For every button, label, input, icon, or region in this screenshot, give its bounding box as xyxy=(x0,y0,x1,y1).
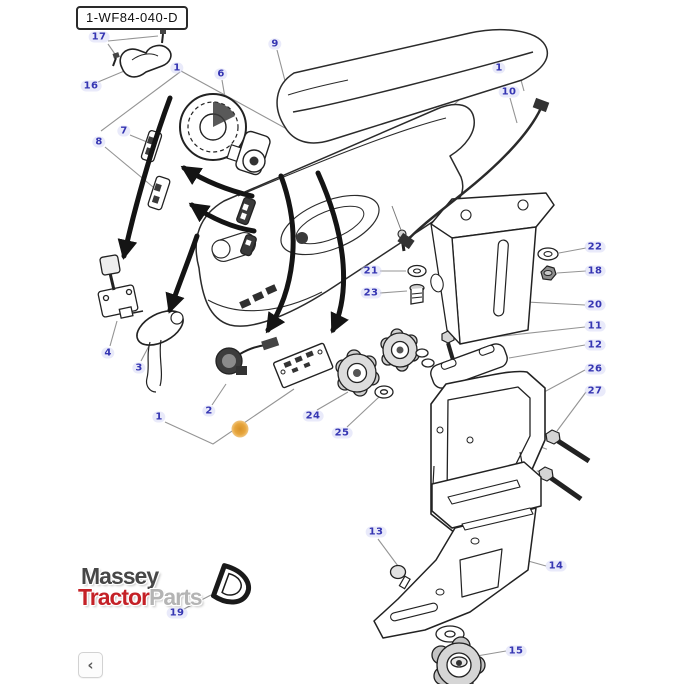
callout-1[interactable]: 1 xyxy=(492,62,506,74)
part-armrest-cushion xyxy=(276,28,549,144)
callout-11[interactable]: 11 xyxy=(584,320,606,332)
part-frame-bolts xyxy=(538,429,591,502)
callout-19[interactable]: 19 xyxy=(166,607,188,619)
highlight-marker-dot[interactable] xyxy=(231,420,249,438)
callout-3[interactable]: 3 xyxy=(132,362,146,374)
callout-25[interactable]: 25 xyxy=(331,427,353,439)
logo-massey: Massey xyxy=(81,563,159,589)
assembly-arrows xyxy=(117,95,349,334)
logo-tractorparts: TractorParts xyxy=(78,584,203,610)
callout-7[interactable]: 7 xyxy=(117,125,131,137)
part-control-knob-assembly xyxy=(179,93,271,176)
part-joystick xyxy=(97,254,144,319)
callout-23[interactable]: 23 xyxy=(360,287,382,299)
callout-21[interactable]: 21 xyxy=(360,265,382,277)
callout-20[interactable]: 20 xyxy=(584,299,606,311)
callout-22[interactable]: 22 xyxy=(584,241,606,253)
part-fasteners xyxy=(407,247,559,305)
callout-1[interactable]: 1 xyxy=(170,62,184,74)
callout-27[interactable]: 27 xyxy=(584,385,606,397)
part-d-clip xyxy=(210,563,251,605)
callout-10[interactable]: 10 xyxy=(498,86,520,98)
part-screw xyxy=(389,564,411,590)
callout-8[interactable]: 8 xyxy=(92,136,106,148)
part-bottom-knob xyxy=(431,625,486,684)
part-circuit-board xyxy=(272,342,334,389)
part-bolt-and-plate xyxy=(430,330,508,389)
callout-6[interactable]: 6 xyxy=(214,68,228,80)
callout-13[interactable]: 13 xyxy=(365,526,387,538)
back-chevron-icon: ‹ xyxy=(87,656,94,674)
part-sensor-cable xyxy=(215,336,280,375)
part-cable xyxy=(397,97,550,250)
callout-14[interactable]: 14 xyxy=(545,560,567,572)
callout-1[interactable]: 1 xyxy=(152,411,166,423)
callout-24[interactable]: 24 xyxy=(302,410,324,422)
callout-18[interactable]: 18 xyxy=(584,265,606,277)
part-rotary-knobs xyxy=(335,328,435,399)
part-support-bracket xyxy=(391,192,555,345)
callout-9[interactable]: 9 xyxy=(268,38,282,50)
logo-parts: Parts xyxy=(148,584,203,610)
callout-16[interactable]: 16 xyxy=(80,80,102,92)
callout-26[interactable]: 26 xyxy=(584,363,606,375)
back-button[interactable]: ‹ xyxy=(78,652,103,678)
callout-15[interactable]: 15 xyxy=(505,645,527,657)
ref-code-text: 1-WF84-040-D xyxy=(86,10,178,25)
logo-tractor: Tractor xyxy=(78,584,150,610)
ref-code-box: 1-WF84-040-D xyxy=(76,6,188,30)
callout-4[interactable]: 4 xyxy=(101,347,115,359)
watermark-logo: Massey TractorParts xyxy=(78,563,203,610)
callout-12[interactable]: 12 xyxy=(584,339,606,351)
callout-2[interactable]: 2 xyxy=(202,405,216,417)
part-lower-bracket xyxy=(373,451,542,639)
part-gear-knob xyxy=(136,310,184,393)
part-handle xyxy=(112,29,172,78)
callout-17[interactable]: 17 xyxy=(88,31,110,43)
